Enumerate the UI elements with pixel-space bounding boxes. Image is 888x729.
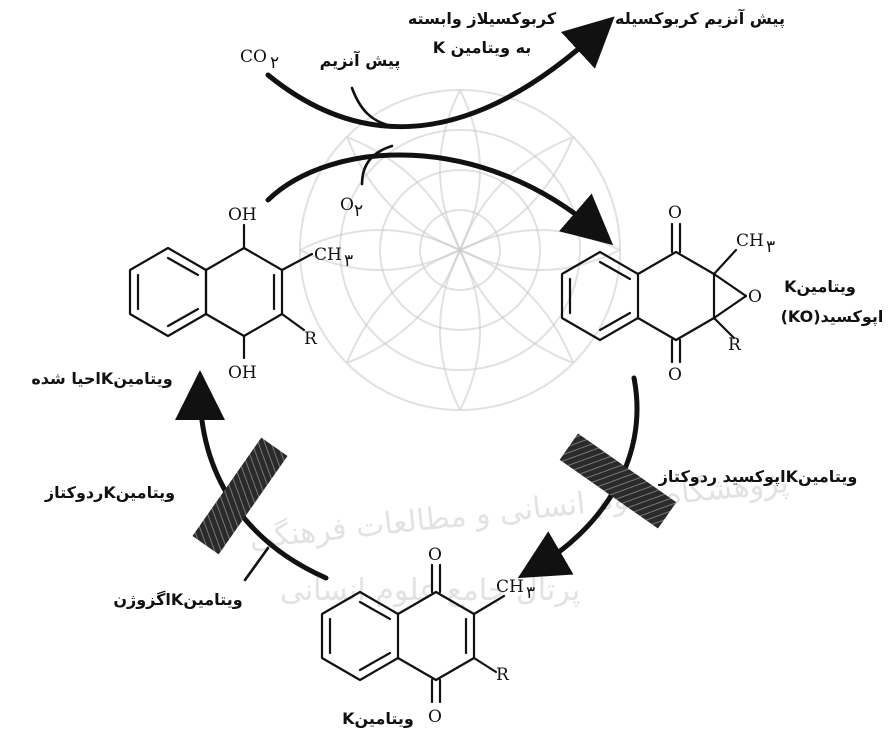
carboxylase-label-line2: به ویتامین K <box>433 38 532 57</box>
watermark-line1: پرتال جامع علوم انسانی <box>280 573 580 608</box>
svg-text:CO: CO <box>240 47 267 67</box>
ch3-right: CH <box>736 231 764 251</box>
r-left: R <box>304 329 318 349</box>
reduced-vitamin-k-label: ویتامینKاحیا شده <box>31 369 172 388</box>
svg-text:O: O <box>340 195 354 215</box>
epoxide-reductase-inhibition-bar <box>559 433 677 529</box>
o-epoxide: O <box>748 287 762 307</box>
exogenous-vitamin-k-pointer <box>243 546 270 582</box>
r-bottom: R <box>496 665 510 685</box>
ch3-bottom: CH <box>496 577 524 597</box>
svg-text:۳: ۳ <box>766 237 775 257</box>
oh-bottom: OH <box>228 363 257 383</box>
ch3-left: CH <box>314 245 342 265</box>
proenzyme-input-arrow <box>350 86 394 128</box>
quinone-labels: O O CH ۳ R <box>428 545 535 727</box>
epoxide-label-line2: اپوکسید(KO) <box>781 307 884 327</box>
o2-input-arrow <box>360 144 394 186</box>
oxidation-arrow <box>265 152 614 246</box>
carboxylase-label-line1: کربوکسیلاز وابسته <box>408 9 557 28</box>
vitamin-k-reductase-inhibition-bar <box>192 437 288 555</box>
o-bottom-bottom: O <box>428 707 442 727</box>
vitamin-k-reductase-label: ویتامینKردوکتاز <box>44 483 175 502</box>
vitamin-k-epoxide-structure <box>560 222 748 364</box>
svg-text:۲: ۲ <box>270 53 279 73</box>
epoxide-label-line1: ویتامینK <box>784 277 856 296</box>
svg-text:۳: ۳ <box>344 251 353 271</box>
reduced-vitamin-k-structure <box>128 223 314 360</box>
carboxylation-arrow <box>265 16 615 130</box>
exogenous-vitamin-k-label: ویتامینKاگزوژن <box>113 590 242 609</box>
o-top-right: O <box>668 203 682 223</box>
vitamin-k-quinone-structure <box>320 563 506 704</box>
co2-label: CO ۲ <box>240 47 279 73</box>
svg-text:۳: ۳ <box>526 583 535 603</box>
o-top-bottom: O <box>428 545 442 565</box>
svg-text:۲: ۲ <box>354 201 363 221</box>
epoxide-labels: O O O CH ۳ R <box>668 203 775 385</box>
oh-top: OH <box>228 205 257 225</box>
r-right: R <box>728 335 742 355</box>
vitamin-k-label: ویتامینK <box>342 709 414 728</box>
watermark-emblem <box>299 89 621 411</box>
reduced-k-labels: OH OH CH ۳ R <box>228 205 353 383</box>
epoxide-reductase-label: ویتامینKاپوکسید ردوکتاز <box>658 467 858 487</box>
precarboxylated-proenzyme-label: پیش آنزیم کربوکسیله <box>615 8 785 29</box>
o2-label: O ۲ <box>340 195 363 221</box>
proenzyme-label: پیش آنزیم <box>320 50 401 71</box>
o-bottom-right: O <box>668 365 682 385</box>
